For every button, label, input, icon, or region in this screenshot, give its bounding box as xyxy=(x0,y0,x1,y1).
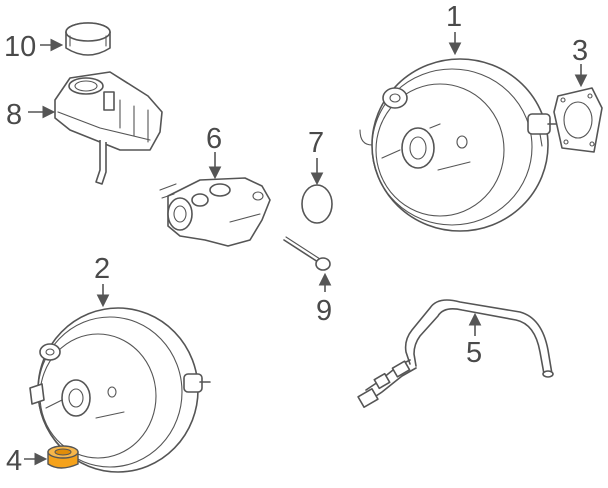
callout-8-label: 8 xyxy=(6,99,22,131)
part-8-brake-fluid-reservoir[interactable] xyxy=(54,71,163,185)
part-4-seal-highlighted[interactable] xyxy=(47,445,79,469)
callout-3-label: 3 xyxy=(572,35,588,67)
callout-9: 9 xyxy=(316,272,332,327)
callout-5: 5 xyxy=(466,312,482,369)
part-7-o-ring[interactable] xyxy=(301,184,333,224)
part-10-reservoir-cap[interactable] xyxy=(65,22,111,56)
callout-4-label: 4 xyxy=(6,445,22,477)
part-9-check-valve-pin[interactable] xyxy=(283,236,331,271)
part-3-gasket[interactable] xyxy=(553,87,603,153)
callout-7: 7 xyxy=(308,127,324,186)
callout-1: 1 xyxy=(446,1,462,56)
callout-6-label: 6 xyxy=(206,123,222,155)
callout-1-label: 1 xyxy=(446,1,462,33)
callout-8: 8 xyxy=(6,99,56,131)
callout-2: 2 xyxy=(94,253,110,308)
part-2-brake-booster[interactable] xyxy=(29,307,211,473)
callout-7-label: 7 xyxy=(308,127,324,159)
callout-10: 10 xyxy=(4,31,64,63)
part-6-master-cylinder[interactable] xyxy=(159,177,271,247)
part-1-brake-booster[interactable] xyxy=(359,58,561,232)
callout-6: 6 xyxy=(206,123,222,180)
part-5-vacuum-hose[interactable] xyxy=(357,299,554,408)
callout-10-label: 10 xyxy=(4,31,36,63)
callout-5-label: 5 xyxy=(466,337,482,369)
callout-4: 4 xyxy=(6,445,48,477)
callout-9-label: 9 xyxy=(316,295,332,327)
callout-2-label: 2 xyxy=(94,253,110,285)
callout-3: 3 xyxy=(572,35,588,88)
